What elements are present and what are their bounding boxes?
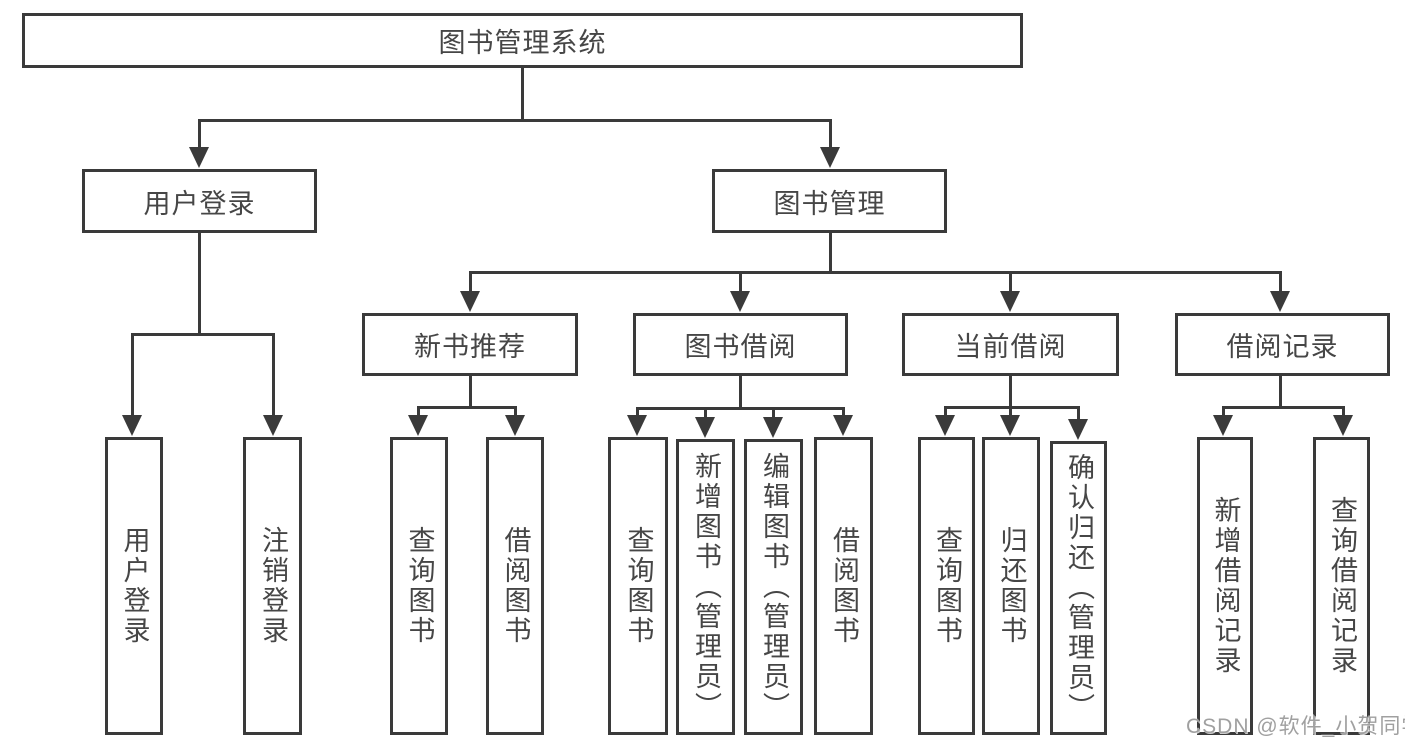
arrowhead-down-icon — [935, 415, 955, 436]
arrowhead-down-icon — [1333, 415, 1353, 436]
connector-line — [416, 405, 420, 420]
node-label-confirm-return-admin: 确认归还（管理员） — [1064, 453, 1094, 723]
node-label-return-books: 归还图书 — [996, 526, 1027, 646]
arrowhead-down-icon — [1000, 291, 1020, 312]
arrowhead-down-icon — [505, 415, 525, 436]
arrowhead-down-icon — [695, 417, 715, 438]
arrowhead-down-icon — [763, 417, 783, 438]
connector-line — [197, 231, 201, 336]
node-book-management: 图书管理 — [712, 169, 947, 233]
connector-line — [841, 406, 845, 420]
node-borrow-books-recommend: 借阅图书 — [486, 437, 544, 735]
node-current-borrowing: 当前借阅 — [902, 313, 1119, 376]
connector-line — [513, 405, 517, 420]
connector-line — [197, 118, 832, 122]
connector-line — [943, 405, 947, 420]
arrowhead-down-icon — [627, 415, 647, 436]
node-user-login: 用户登录 — [105, 437, 163, 735]
node-label-borrowing-records: 借阅记录 — [1226, 332, 1339, 362]
node-label-new-book-recommend: 新书推荐 — [414, 332, 526, 362]
node-query-borrowing-record: 查询借阅记录 — [1313, 437, 1370, 735]
arrowhead-down-icon — [189, 147, 209, 168]
connector-line — [1278, 374, 1282, 409]
node-label-book-management: 图书管理 — [773, 188, 886, 219]
node-label-query-books-current: 查询图书 — [932, 526, 962, 646]
node-borrow-books-borrowing: 借阅图书 — [814, 437, 873, 735]
connector-line — [828, 231, 832, 274]
connector-line — [1076, 405, 1080, 423]
arrowhead-down-icon — [1000, 415, 1020, 436]
connector-line — [468, 374, 472, 409]
arrowhead-down-icon — [460, 291, 480, 312]
node-query-books-current: 查询图书 — [918, 437, 975, 735]
node-label-query-books-recommend: 查询图书 — [404, 526, 435, 646]
connector-line — [703, 406, 707, 422]
arrowhead-down-icon — [263, 415, 283, 436]
node-label-query-borrowing-record: 查询借阅记录 — [1327, 496, 1357, 676]
connector-line — [635, 406, 845, 410]
connector-line — [197, 118, 201, 152]
node-label-user-login: 用户登录 — [119, 526, 150, 646]
node-add-books-admin: 新增图书（管理员） — [676, 439, 735, 735]
node-query-books-recommend: 查询图书 — [390, 437, 448, 735]
connector-line — [738, 374, 742, 410]
connector-line — [468, 270, 1282, 274]
node-label-user-login-group: 用户登录 — [143, 188, 256, 219]
node-logout: 注销登录 — [243, 437, 302, 735]
node-label-edit-books-admin: 编辑图书（管理员） — [759, 452, 789, 722]
connector-line — [828, 118, 832, 152]
node-new-book-recommend: 新书推荐 — [362, 313, 578, 376]
node-confirm-return-admin: 确认归还（管理员） — [1050, 441, 1107, 735]
connector-line — [1341, 405, 1345, 420]
arrowhead-down-icon — [408, 415, 428, 436]
node-return-books: 归还图书 — [982, 437, 1040, 735]
node-label-book-borrowing: 图书借阅 — [684, 332, 797, 362]
node-root: 图书管理系统 — [22, 13, 1023, 68]
node-label-current-borrowing: 当前借阅 — [954, 332, 1067, 362]
connector-line — [943, 405, 1080, 409]
connector-line — [1008, 270, 1012, 296]
node-label-logout: 注销登录 — [258, 526, 288, 646]
arrowhead-down-icon — [1213, 415, 1233, 436]
connector-line — [1221, 405, 1225, 420]
node-label-add-books-admin: 新增图书（管理员） — [691, 452, 721, 722]
node-label-query-books-borrowing: 查询图书 — [623, 526, 654, 646]
node-add-borrowing-record: 新增借阅记录 — [1197, 437, 1253, 735]
node-borrowing-records: 借阅记录 — [1175, 313, 1390, 376]
connector-line — [468, 270, 472, 296]
connector-line — [635, 406, 639, 420]
node-label-borrow-books-recommend: 借阅图书 — [500, 526, 531, 646]
node-edit-books-admin: 编辑图书（管理员） — [744, 439, 803, 735]
connector-line — [130, 332, 134, 420]
csdn-watermark: CSDN @软件_小贺同学 — [1186, 715, 1405, 738]
connector-line — [1008, 374, 1012, 409]
node-book-borrowing: 图书借阅 — [633, 313, 848, 376]
connector-line — [1278, 270, 1282, 296]
node-label-root: 图书管理系统 — [438, 28, 607, 58]
connector-line — [1221, 405, 1345, 409]
connector-line — [130, 332, 275, 336]
arrowhead-down-icon — [122, 415, 142, 436]
node-user-login-group: 用户登录 — [82, 169, 317, 233]
arrowhead-down-icon — [730, 291, 750, 312]
connector-line — [738, 270, 742, 296]
node-label-borrow-books-borrowing: 借阅图书 — [829, 526, 859, 646]
connector-line — [771, 406, 775, 422]
node-query-books-borrowing: 查询图书 — [608, 437, 668, 735]
node-label-add-borrowing-record: 新增借阅记录 — [1210, 496, 1241, 676]
arrowhead-down-icon — [1270, 291, 1290, 312]
arrowhead-down-icon — [833, 415, 853, 436]
connector-line — [416, 405, 517, 409]
arrowhead-down-icon — [820, 147, 840, 168]
connector-line — [271, 332, 275, 420]
arrowhead-down-icon — [1068, 419, 1088, 440]
connector-line — [1008, 405, 1012, 420]
connector-line — [520, 66, 524, 122]
